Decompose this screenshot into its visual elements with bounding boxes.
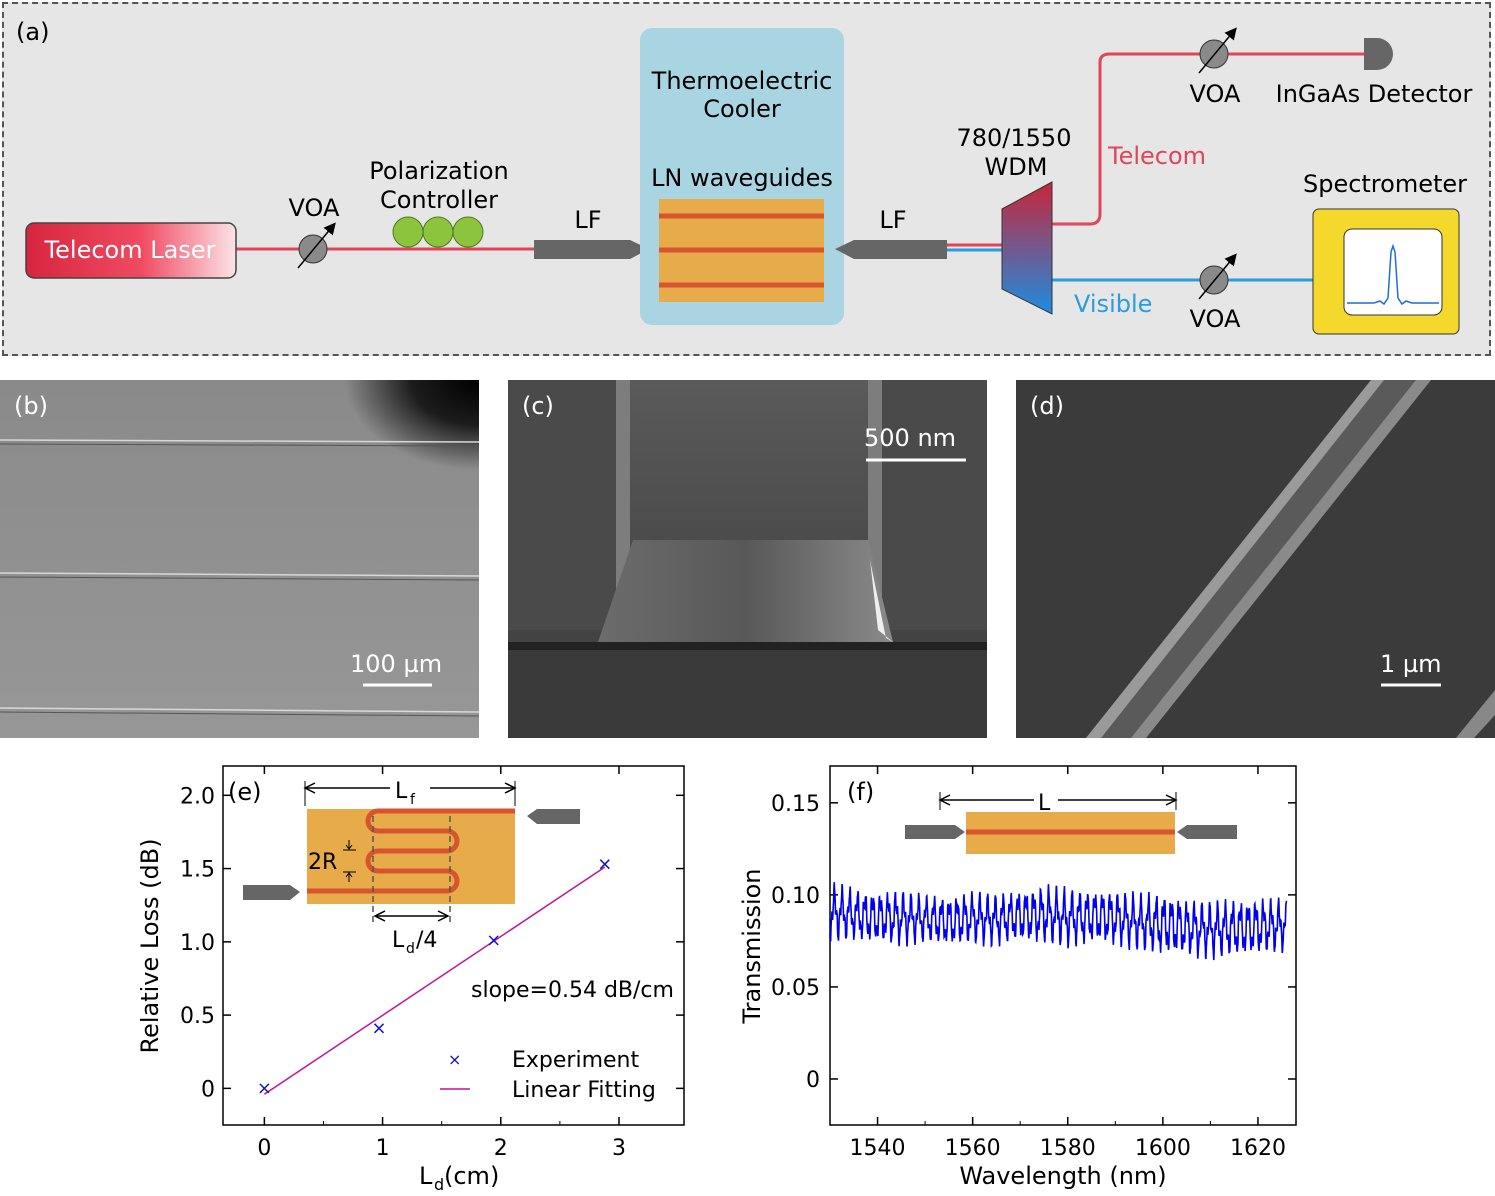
setup-diagram: Telecom Laser VOA Polarization Controlle… bbox=[25, 27, 1473, 335]
ln-label: LN waveguides bbox=[651, 164, 833, 192]
ylabel-e: Relative Loss (dB) bbox=[140, 838, 164, 1053]
voa-label-3: VOA bbox=[1190, 305, 1241, 333]
voa-label-2: VOA bbox=[1190, 80, 1241, 108]
inset-ld-tail: /4 bbox=[416, 928, 437, 953]
wdm-label-1: 780/1550 bbox=[957, 124, 1072, 152]
fit-line bbox=[263, 866, 606, 1095]
ylabel-f: Transmission bbox=[738, 868, 766, 1024]
fiber-telecom-arm bbox=[1050, 52, 1367, 226]
lf-label-1: LF bbox=[574, 206, 601, 234]
x-tick-label-f: 1600 bbox=[1135, 1136, 1191, 1161]
scale-label-d: 1 µm bbox=[1380, 650, 1442, 678]
inset-fiber-out-f bbox=[1177, 825, 1237, 839]
panel-f-label: (f) bbox=[847, 778, 874, 806]
lensed-fiber-out bbox=[835, 240, 947, 259]
xlabel-e-tail: (cm) bbox=[444, 1162, 499, 1190]
inset-fiber-in-f bbox=[905, 825, 965, 839]
y-tick-label-f: 0 bbox=[806, 1068, 820, 1093]
wdm bbox=[1001, 181, 1053, 315]
lensed-fiber-in bbox=[534, 240, 649, 259]
y-tick-label-e: 0 bbox=[201, 1077, 215, 1102]
legend-fitting: Linear Fitting bbox=[512, 1078, 656, 1103]
inset-lf-sub: f bbox=[410, 792, 416, 808]
ingaas-detector-icon bbox=[1364, 38, 1393, 70]
scale-label-c: 500 nm bbox=[864, 424, 957, 452]
transmission-trace bbox=[829, 882, 1288, 961]
y-tick-label-f: 0.10 bbox=[771, 884, 820, 909]
y-tick-label-e: 2.0 bbox=[180, 784, 215, 809]
sem-image-d: (d) 1 µm bbox=[1016, 380, 1495, 738]
laser-label: Telecom Laser bbox=[44, 236, 216, 264]
scale-label-b: 100 µm bbox=[350, 650, 443, 678]
x-tick-label-e: 0 bbox=[257, 1136, 271, 1161]
spectrometer-label: Spectrometer bbox=[1303, 170, 1467, 198]
x-tick-label-e: 2 bbox=[494, 1136, 508, 1161]
voa-label-1: VOA bbox=[289, 194, 340, 222]
xlabel-e-sub: d bbox=[434, 1175, 444, 1194]
polarization-controller-icon bbox=[392, 216, 484, 248]
data-point-experiment bbox=[374, 1023, 385, 1034]
panel-e-label: (e) bbox=[228, 778, 262, 806]
x-tick-label-f: 1540 bbox=[850, 1136, 906, 1161]
panel-c-label: (c) bbox=[522, 392, 554, 420]
inset-spiral-waveguide bbox=[307, 808, 515, 894]
visible-arm-label: Visible bbox=[1074, 290, 1152, 318]
setup-schematic: Telecom Laser VOA Polarization Controlle… bbox=[2, 2, 1491, 356]
pc-label-1: Polarization bbox=[369, 157, 509, 185]
pc-label-2: Controller bbox=[380, 186, 498, 214]
panel-a-label: (a) bbox=[16, 18, 50, 46]
lf-label-2: LF bbox=[879, 206, 906, 234]
y-tick-label-f: 0.05 bbox=[771, 976, 820, 1001]
x-tick-label-f: 1560 bbox=[945, 1136, 1001, 1161]
x-tick-label-f: 1580 bbox=[1040, 1136, 1096, 1161]
inset-fiber-in-e bbox=[243, 885, 300, 900]
telecom-arm-label: Telecom bbox=[1107, 142, 1206, 170]
slope-annotation: slope=0.54 dB/cm bbox=[471, 978, 674, 1003]
y-tick-label-e: 1.5 bbox=[180, 858, 215, 883]
chart-e: 0 1 2 3 0 0.5 1.0 1.5 2.0 L f 2R L d /4 slope=0.… bbox=[140, 765, 685, 1194]
inset-l-label: L bbox=[1038, 791, 1051, 816]
inset-ld-label: L bbox=[392, 928, 405, 953]
y-tick-label-e: 1.0 bbox=[180, 931, 215, 956]
data-point-experiment bbox=[259, 1083, 270, 1094]
legend-experiment: Experiment bbox=[512, 1048, 639, 1073]
plot-frame-f bbox=[829, 765, 1297, 1126]
plot-frame-e bbox=[222, 765, 685, 1126]
panel-d-label: (d) bbox=[1030, 392, 1064, 420]
tec-label-1: Thermoelectric bbox=[651, 67, 833, 95]
panel-b-label: (b) bbox=[14, 392, 48, 420]
sem-image-c: (c) 500 nm bbox=[508, 380, 987, 738]
chart-f: 1540 1560 1580 1600 1620 0 0.05 0.10 0.15 L Tran… bbox=[738, 765, 1297, 1190]
sem-image-b: (b) 100 µm bbox=[0, 380, 479, 738]
voa-icon-input bbox=[297, 222, 336, 269]
wdm-label-2: WDM bbox=[985, 153, 1048, 181]
spectrum-trace bbox=[1347, 243, 1439, 306]
inset-2r-label: 2R bbox=[308, 850, 337, 875]
x-tick-label-e: 1 bbox=[376, 1136, 390, 1161]
legend-marker-exp: × bbox=[448, 1050, 461, 1069]
voa-icon-visible bbox=[1198, 253, 1237, 300]
x-tick-label-e: 3 bbox=[612, 1136, 626, 1161]
voa-icon-telecom bbox=[1198, 27, 1237, 74]
data-point-experiment bbox=[488, 935, 499, 946]
telecom-laser bbox=[25, 222, 237, 279]
inset-lf-label: L bbox=[395, 779, 408, 804]
data-point-experiment bbox=[599, 859, 610, 870]
y-tick-label-f: 0.15 bbox=[771, 792, 820, 817]
inset-chip-e bbox=[307, 809, 515, 904]
xlabel-f: Wavelength (nm) bbox=[959, 1162, 1166, 1190]
detector-label: InGaAs Detector bbox=[1276, 80, 1473, 108]
inset-fiber-out-e bbox=[527, 809, 580, 824]
xlabel-e-main: L bbox=[419, 1162, 433, 1190]
x-tick-label-f: 1620 bbox=[1230, 1136, 1286, 1161]
y-tick-label-e: 0.5 bbox=[180, 1004, 215, 1029]
inset-ld-sub: d bbox=[406, 941, 415, 957]
tec-label-2: Cooler bbox=[703, 95, 781, 123]
